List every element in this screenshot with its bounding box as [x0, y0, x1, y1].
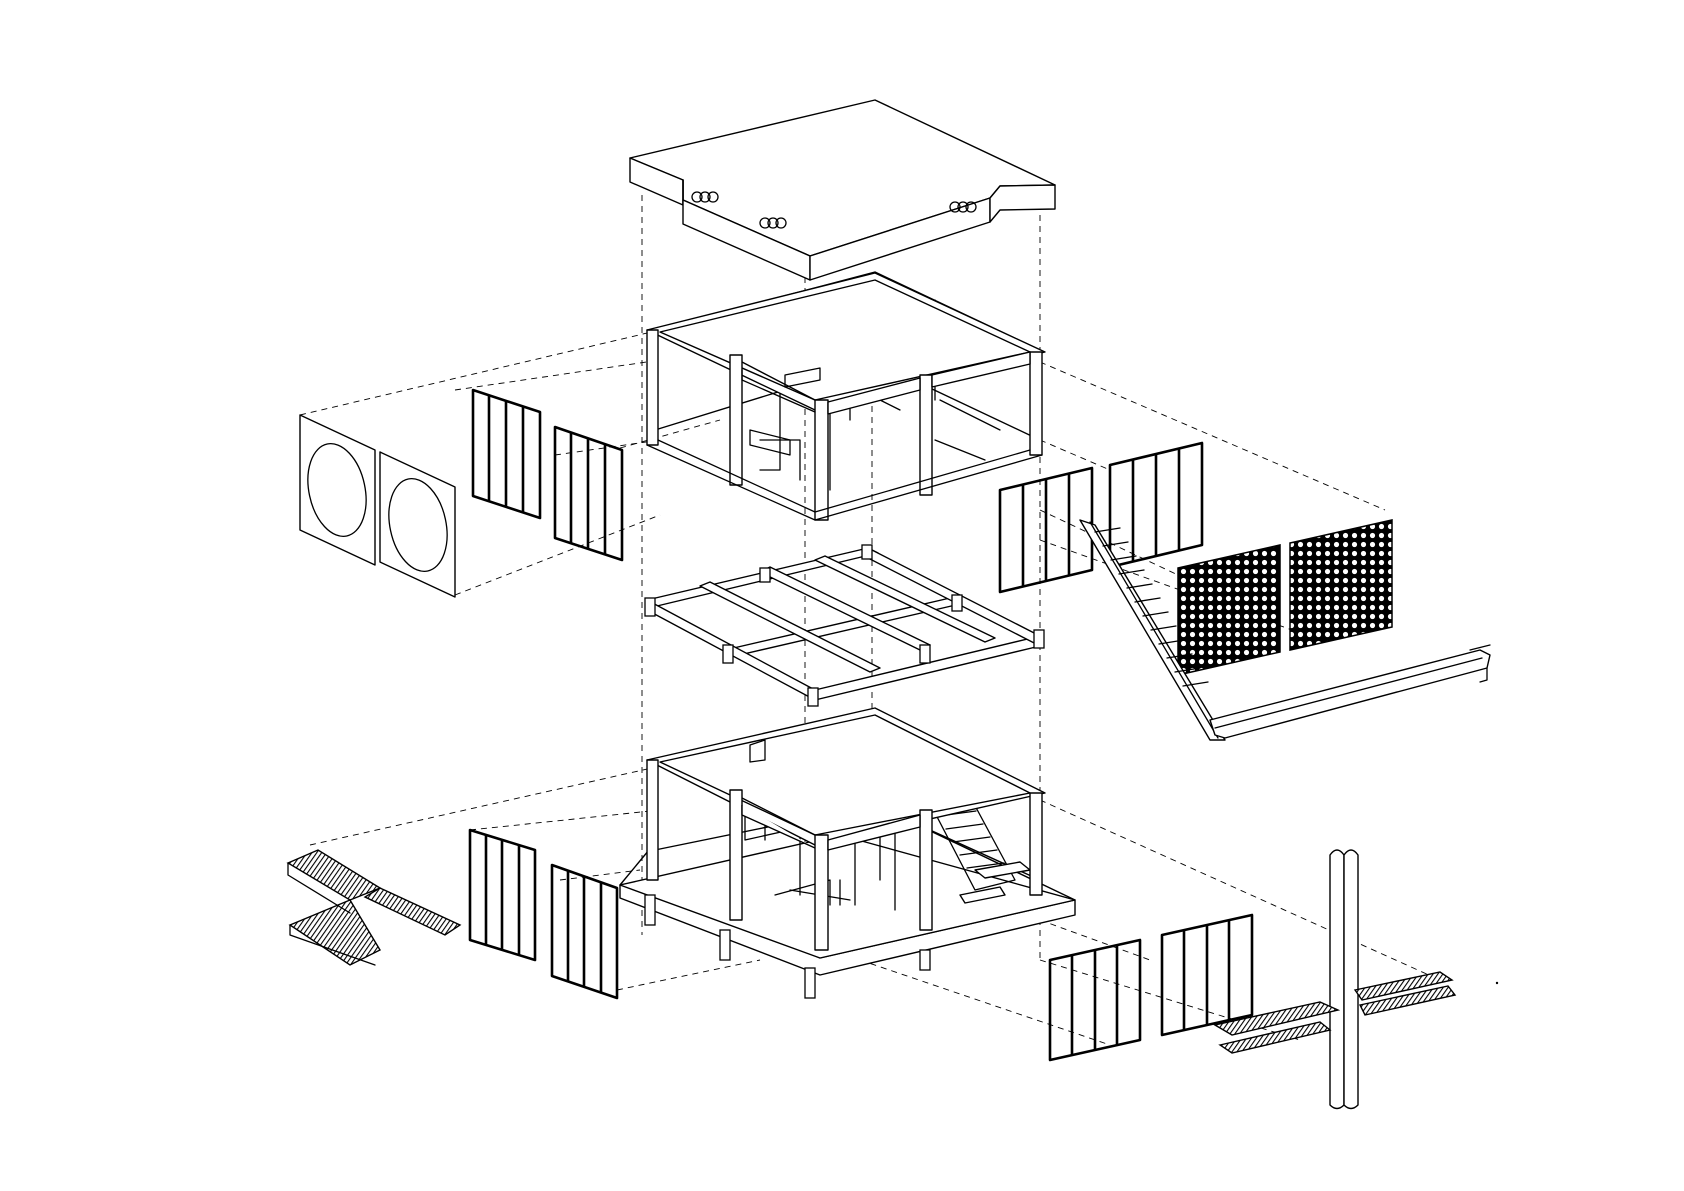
- mullion-panel-lower-left-1: [468, 828, 537, 962]
- exterior-stair-and-gutter: [1079, 519, 1491, 741]
- mullion-panel-upper-left-2: [553, 425, 624, 562]
- upper-floor-frame: [646, 271, 1046, 521]
- folded-louver-blades: [286, 849, 462, 966]
- roof-slab: [629, 99, 1056, 281]
- mullion-panel-lower-left-2: [550, 863, 619, 1000]
- mullion-panel-lower-right-2: [1160, 913, 1254, 1037]
- perforated-screen-panels: [1177, 519, 1393, 676]
- ground-floor-frame-with-stair: [619, 707, 1076, 999]
- mullion-panel-upper-left-1: [471, 388, 542, 520]
- stair-treads: [1094, 527, 1209, 687]
- vertical-mullion-panels: [468, 388, 1254, 1062]
- mullion-panel-upper-right-1: [998, 466, 1094, 594]
- downpipe-with-louvers: [1213, 849, 1457, 1110]
- stray-dot: [1495, 981, 1499, 985]
- circular-window-panels: [299, 414, 456, 598]
- mullion-panel-lower-right-1: [1048, 938, 1142, 1062]
- floor-joist-grid: [644, 544, 1045, 707]
- mullion-panel-upper-right-2: [1108, 441, 1204, 569]
- roof-drain-holes: [691, 191, 977, 229]
